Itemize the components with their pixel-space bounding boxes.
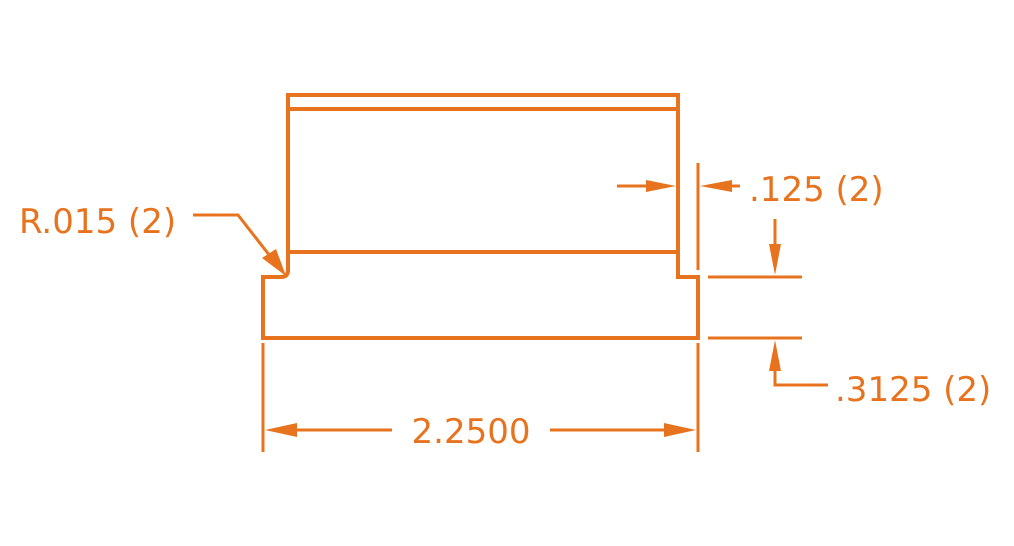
width-dimension: 2.2500	[261, 343, 700, 452]
width-arrow-left	[265, 423, 297, 437]
radius-arrow	[262, 249, 286, 276]
thickness-dimension-label: .125 (2)	[749, 170, 884, 210]
step-leader-bottom	[773, 369, 828, 387]
step-arrow-bottom	[769, 340, 781, 371]
part-profile	[261, 93, 700, 340]
thickness-dimension: .125 (2)	[617, 163, 884, 270]
thickness-arrow-left	[646, 180, 676, 192]
thickness-arrow-right	[700, 180, 732, 192]
radius-leader	[193, 213, 272, 257]
radius-label: R.015 (2)	[19, 202, 176, 242]
width-dimension-label: 2.2500	[412, 412, 531, 452]
part-outline	[261, 93, 700, 340]
step-arrow-top	[769, 244, 781, 275]
width-arrow-right	[664, 423, 696, 437]
step-height-dimension: .3125 (2)	[708, 219, 991, 410]
radius-callout: R.015 (2)	[19, 202, 286, 276]
step-height-dimension-label: .3125 (2)	[835, 370, 991, 410]
